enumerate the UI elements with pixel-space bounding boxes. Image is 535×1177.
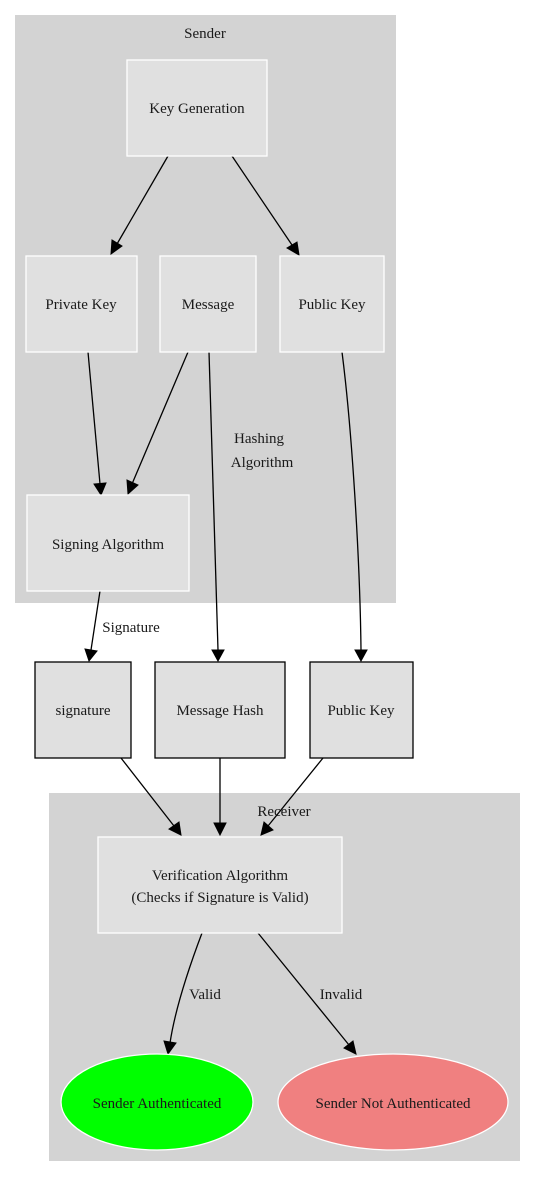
node-label: signature: [56, 703, 111, 719]
arrowhead: [110, 239, 123, 256]
edge-labels: Hashing Algorithm Signature Valid Invali…: [102, 431, 362, 1003]
edge-publickey-verification: [267, 757, 324, 827]
node-key-generation: Key Generation: [126, 59, 268, 157]
edge-label-invalid: Invalid: [320, 987, 363, 1003]
node-label: Message: [182, 297, 235, 313]
node-box: [159, 255, 257, 353]
edge-keygen-public: [231, 155, 293, 246]
arrowhead: [286, 241, 300, 256]
node-box: [154, 661, 286, 759]
edge-signing-signature: [90, 590, 101, 651]
node-label: Signing Algorithm: [52, 537, 164, 553]
arrowhead: [213, 822, 227, 837]
node-label: Private Key: [45, 297, 117, 313]
node-label: Key Generation: [149, 101, 245, 117]
node-box: [279, 255, 385, 353]
arrowhead: [354, 649, 368, 663]
node-ellipse: [277, 1053, 509, 1151]
sender-cluster-label: Sender: [184, 26, 226, 42]
edge-label-hashing-line1: Hashing: [234, 431, 284, 447]
node-label: Public Key: [298, 297, 366, 313]
arrowhead: [163, 1040, 177, 1056]
node-label: Public Key: [327, 703, 395, 719]
node-sender-not-authenticated: Sender Not Authenticated: [277, 1053, 509, 1151]
edge-keygen-private: [116, 155, 169, 245]
edge-label-valid: Valid: [189, 987, 221, 1003]
node-signing-algorithm: Signing Algorithm: [26, 494, 190, 592]
node-public-key: Public Key: [309, 661, 414, 759]
node-message-hash: Message Hash: [154, 661, 286, 759]
receiver-cluster-label: Receiver: [257, 804, 310, 820]
node-label: Message Hash: [176, 703, 264, 719]
node-sender-authenticated: Sender Authenticated: [60, 1053, 254, 1151]
node-private-key: Private Key: [25, 255, 138, 353]
arrowhead: [211, 649, 225, 663]
node-label-line2: (Checks if Signature is Valid): [131, 890, 308, 906]
edge-public-public: [341, 351, 362, 651]
node-box: [26, 494, 190, 592]
arrowhead: [260, 821, 274, 836]
arrowhead: [343, 1040, 357, 1055]
node-box: [34, 661, 132, 759]
node-box: [97, 836, 343, 934]
node-label: Sender Authenticated: [93, 1096, 222, 1112]
node-public-key-sender: Public Key: [279, 255, 385, 353]
edge-verification-valid: [169, 932, 203, 1044]
edge-private-signing: [87, 351, 101, 485]
arrowhead: [168, 821, 182, 836]
node-message: Message: [159, 255, 257, 353]
arrowhead: [84, 648, 98, 663]
node-ellipse: [60, 1053, 254, 1151]
edge-verification-invalid: [257, 932, 350, 1046]
arrowhead: [93, 482, 107, 497]
node-label: Sender Not Authenticated: [316, 1096, 471, 1112]
node-box: [126, 59, 268, 157]
node-box: [25, 255, 138, 353]
edge-signature-verification: [120, 757, 175, 827]
edge-message-signing: [131, 351, 189, 485]
edges: [84, 155, 368, 1056]
edge-message-hash: [208, 351, 219, 651]
arrowhead: [126, 479, 139, 496]
node-box: [309, 661, 414, 759]
node-verification-algorithm: Verification Algorithm (Checks if Signat…: [97, 836, 343, 934]
edge-label-hashing-line2: Algorithm: [231, 455, 294, 471]
node-signature: signature: [34, 661, 132, 759]
node-label-line1: Verification Algorithm: [152, 868, 289, 884]
edge-label-signature: Signature: [102, 620, 160, 636]
